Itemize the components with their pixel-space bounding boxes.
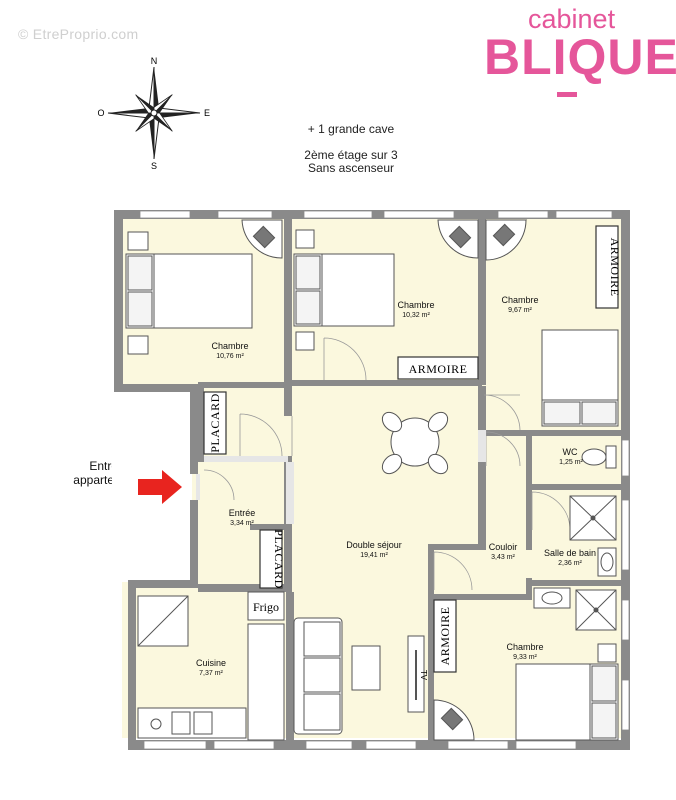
toilet-icon [581,445,617,469]
info-ascenseur: Sans ascenseur [307,161,395,175]
door-gaps [196,430,486,524]
watermark: © EtreProprio.com [18,26,139,42]
info-etage: 2ème étage sur 3 [304,148,398,162]
compass-e: E [204,108,210,118]
desk-chambre1 [241,219,283,259]
room-entree-name: Entrée [229,508,256,518]
room-sdb-name: Salle de bain [544,548,596,558]
room-entree-area: 3,34 m² [230,520,254,527]
armoire-chambre4-label: ARMOIRE [438,607,452,666]
placard1-box [203,391,227,455]
armoire-chambre4-box [433,599,457,673]
kitchen-counter [137,591,285,741]
armoire-chambre2-box [397,356,479,380]
placard2-label: PLACARD [272,529,286,589]
room-chambre3-name: Chambre [501,295,538,305]
compass-o: O [97,108,104,118]
room-couloir-name: Couloir [489,542,518,552]
room-chambre2-area: 10,32 m² [402,312,430,319]
room-chambre4-area: 9,33 m² [513,654,537,661]
desk-chambre4 [433,699,475,741]
room-sejour-name: Double séjour [346,540,402,550]
compass-rose-icon: N S E O [97,56,210,171]
shower-icon [569,495,617,541]
logo-cabinet: cabinet [528,4,616,34]
room-wc-name: WC [563,447,578,457]
placard2-box [259,529,283,589]
room-chambre3-area: 9,67 m² [508,307,532,314]
sink-chambre4-icon [533,587,571,609]
desk-chambre2 [437,219,479,259]
room-chambre1-name: Chambre [211,341,248,351]
shower2-icon [575,589,617,631]
bed-chambre2 [293,229,395,351]
room-couloir-area: 3,43 m² [491,554,515,561]
room-wc-area: 1,25 m² [559,459,583,466]
windows [139,210,630,750]
room-chambre4-name: Chambre [506,642,543,652]
compass-n: N [151,56,158,66]
logo-blique: BLIQUE [484,29,676,85]
logo-underline [557,92,577,97]
bed-chambre3 [541,329,619,427]
frigo-label: Frigo [253,600,279,614]
room-cuisine-name: Cuisine [196,658,226,668]
room-chambre2-name: Chambre [397,300,434,310]
compass-s: S [151,161,157,171]
bed-chambre1 [125,231,253,355]
desk-chambre3 [485,219,528,261]
sink-sdb-icon [597,547,617,577]
room-sdb-area: 2,36 m² [558,560,582,567]
dining-table [381,411,449,475]
armoire-chambre2-label: ARMOIRE [409,362,468,376]
room-sejour-area: 19,41 m² [360,552,388,559]
info-cave: + 1 grande cave [307,122,395,136]
tv-label: TV [419,670,428,681]
placard1-label: PLACARD [208,393,222,453]
armoire-chambre3-box [595,225,619,309]
bed-chambre4 [515,643,619,741]
sofa [293,617,381,735]
room-cuisine-area: 7,37 m² [199,670,223,677]
entry-arrow-icon [138,470,182,504]
armoire-chambre3-label: ARMOIRE [608,238,622,297]
room-chambre1-area: 10,76 m² [216,353,244,360]
